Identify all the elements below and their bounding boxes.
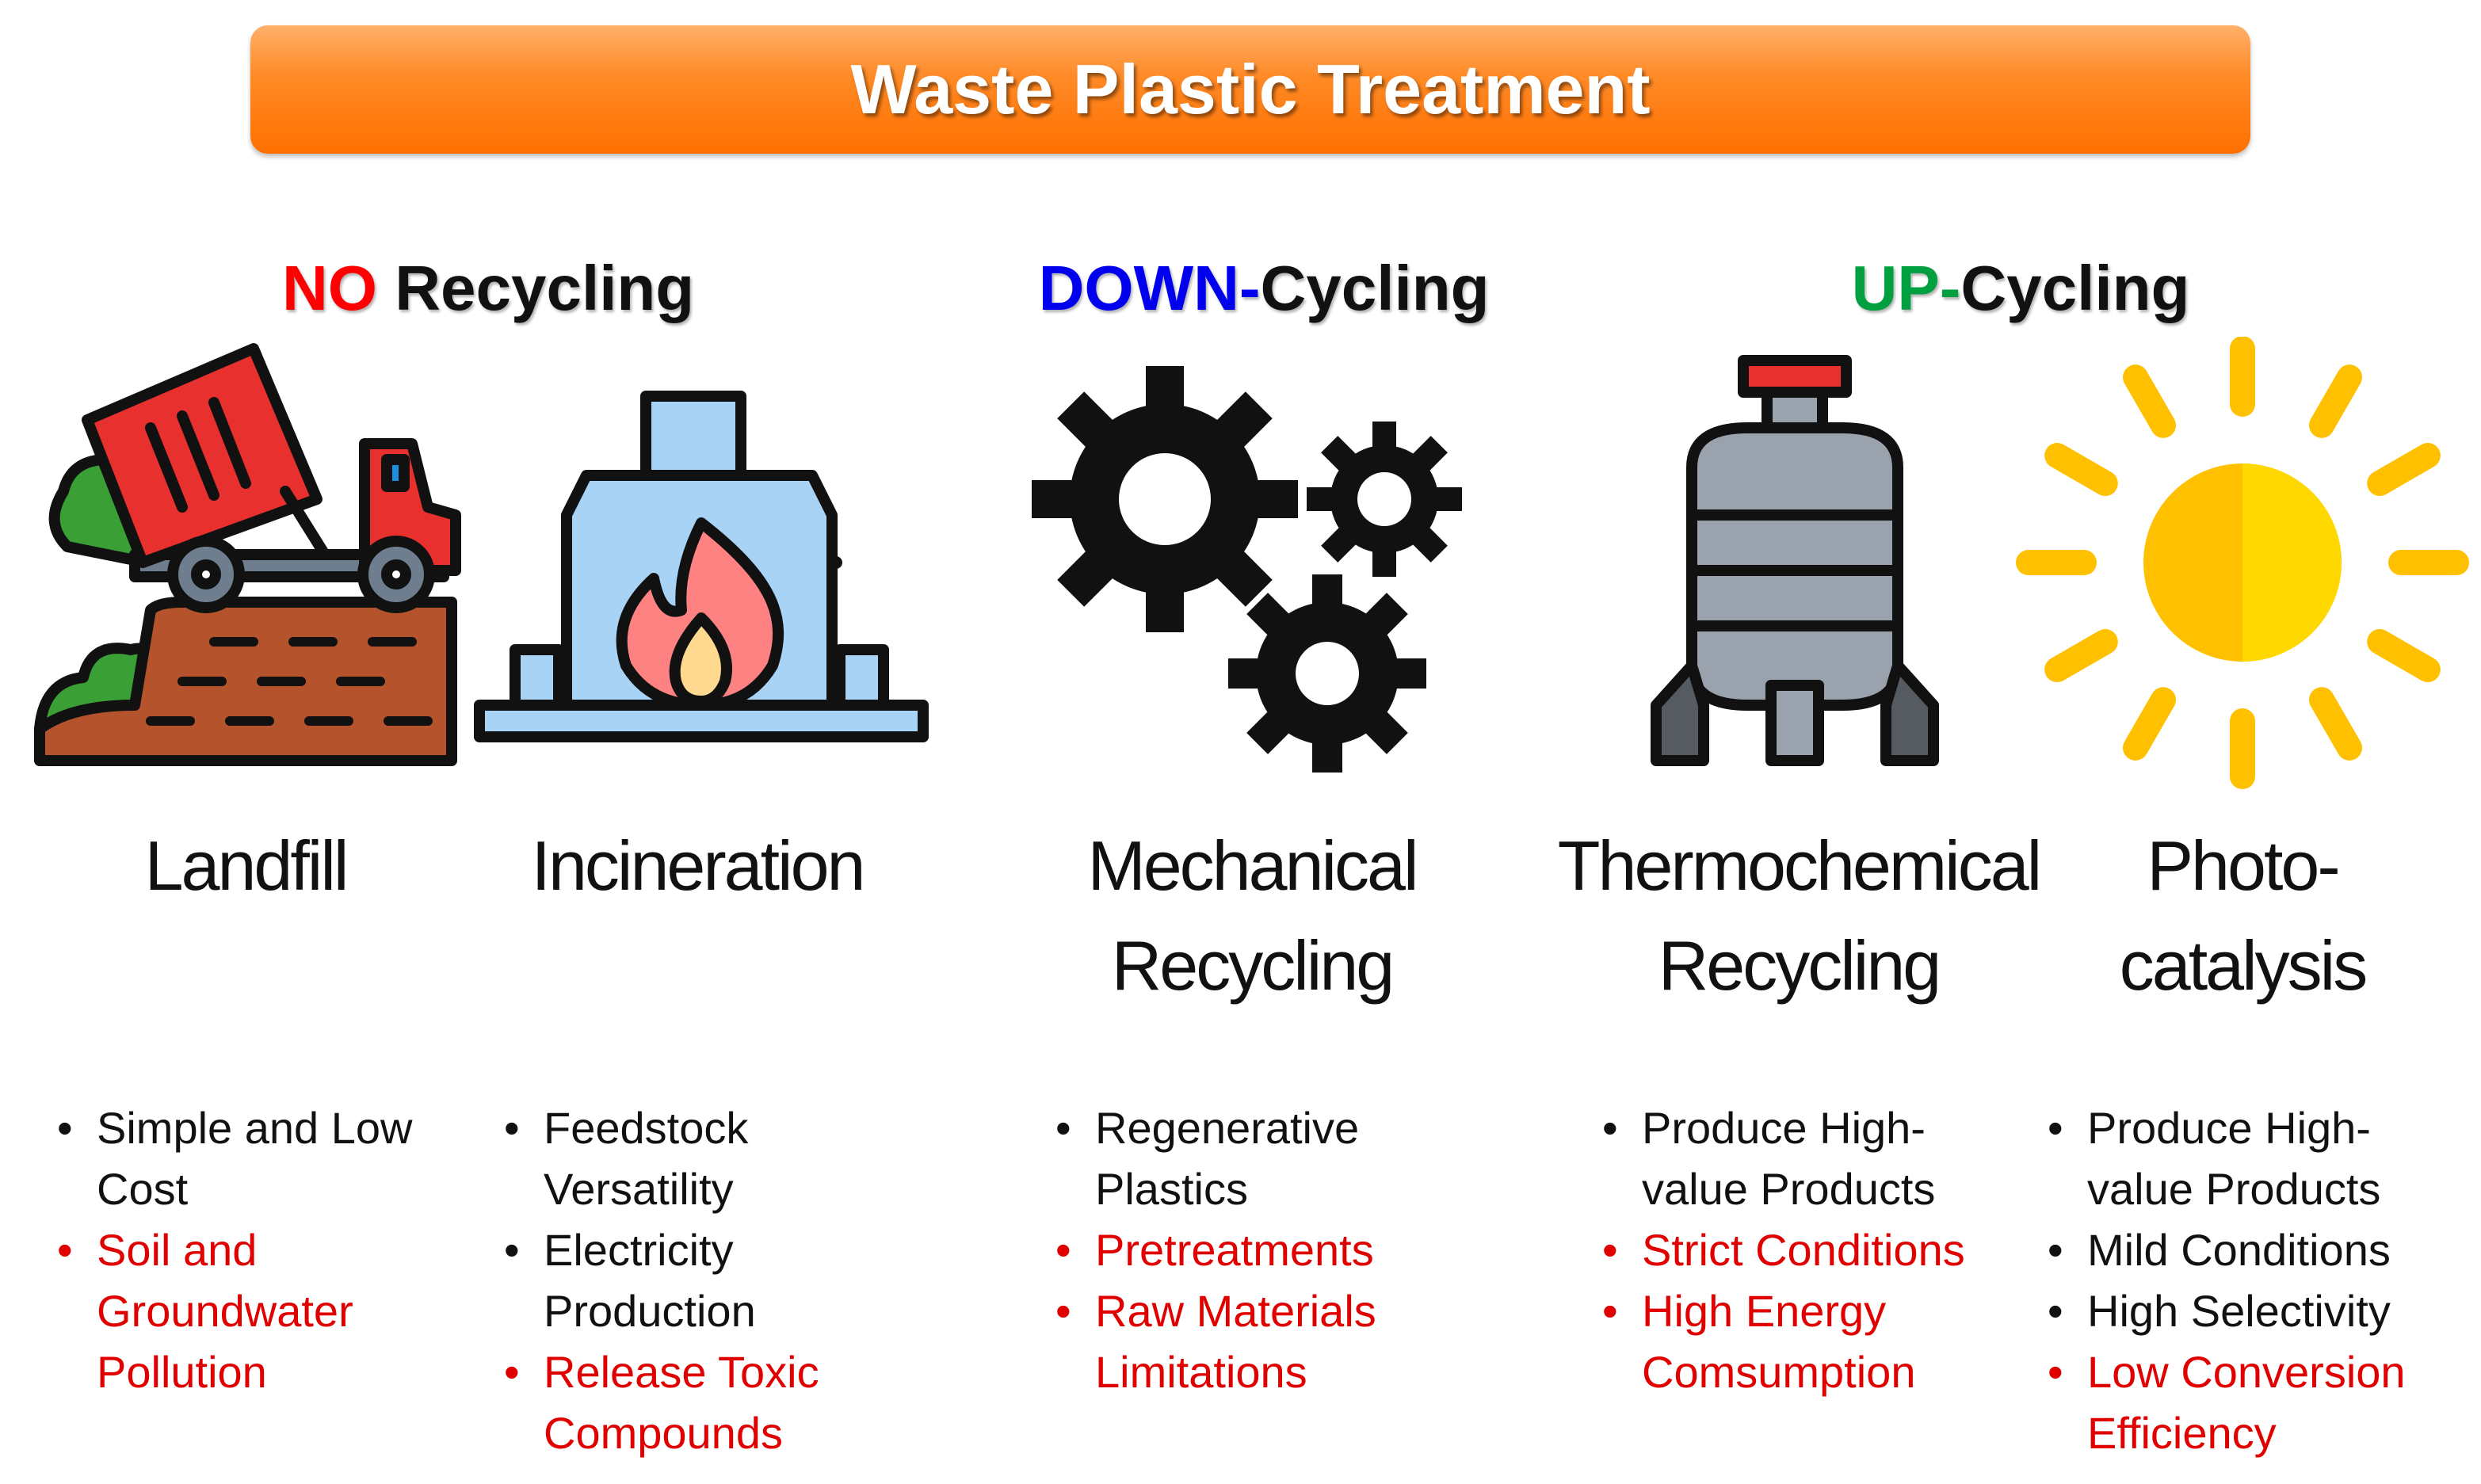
list-item: Mild Conditions (2048, 1219, 2460, 1280)
mechanical-recycling-points: Regenerative Plastics Pretreatments Raw … (1055, 1097, 1452, 1402)
title-banner: Waste Plastic Treatment (250, 25, 2250, 154)
category-up-rest: Cycling (1960, 253, 2190, 323)
page-title: Waste Plastic Treatment (850, 50, 1651, 128)
method-label-landfill: Landfill (144, 826, 349, 905)
category-down-cycling: DOWN-Cycling (1030, 252, 1498, 339)
category-down-rest: Cycling (1260, 253, 1490, 323)
list-item: Pretreatments (1055, 1219, 1452, 1280)
list-item: Simple and Low Cost (57, 1097, 469, 1219)
incinerator-icon (474, 391, 929, 742)
category-down-prefix: DOWN- (1038, 253, 1261, 323)
list-item: Feedstock Versatility (504, 1097, 916, 1219)
list-item: Electricity Production (504, 1219, 916, 1341)
method-label-photocatalysis: Photo- catalysis (2119, 826, 2368, 1005)
list-item: Strict Conditions (1602, 1219, 2014, 1280)
thermochemical-recycling-points: Produce High-value Products Strict Condi… (1602, 1097, 2014, 1402)
list-item: Produce High-value Products (2048, 1097, 2460, 1219)
list-item: Regenerative Plastics (1055, 1097, 1452, 1219)
category-no-recycling: NO Recycling (282, 252, 694, 339)
list-item: Soil and Groundwater Pollution (57, 1219, 469, 1402)
list-item: High Energy Comsumption (1602, 1280, 2014, 1402)
list-item: Release Toxic Compounds (504, 1341, 916, 1463)
method-label-mechanical-recycling: Mechanical Recycling (1087, 826, 1418, 1005)
method-label-incineration: Incineration (531, 826, 866, 905)
list-item: High Selectivity (2048, 1280, 2460, 1341)
sun-icon (2016, 337, 2469, 789)
list-item: Produce High-value Products (1602, 1097, 2014, 1219)
category-up-prefix: UP- (1851, 253, 1961, 323)
dump-truck-landfill-icon (34, 343, 461, 766)
incineration-points: Feedstock Versatility Electricity Produc… (504, 1097, 916, 1463)
category-no-rest: Recycling (377, 253, 695, 323)
reactor-tank-icon (1651, 355, 1939, 766)
list-item: Low Conversion Efficiency (2048, 1341, 2460, 1463)
photocatalysis-points: Produce High-value Products Mild Conditi… (2048, 1097, 2460, 1463)
category-up-cycling: UP-Cycling (1838, 252, 2203, 339)
method-label-thermochemical-recycling: Thermochemical Recycling (1557, 826, 2042, 1005)
list-item: Raw Materials Limitations (1055, 1280, 1452, 1402)
landfill-points: Simple and Low Cost Soil and Groundwater… (57, 1097, 469, 1402)
gears-icon (1032, 366, 1462, 773)
category-no-prefix: NO (282, 253, 377, 323)
